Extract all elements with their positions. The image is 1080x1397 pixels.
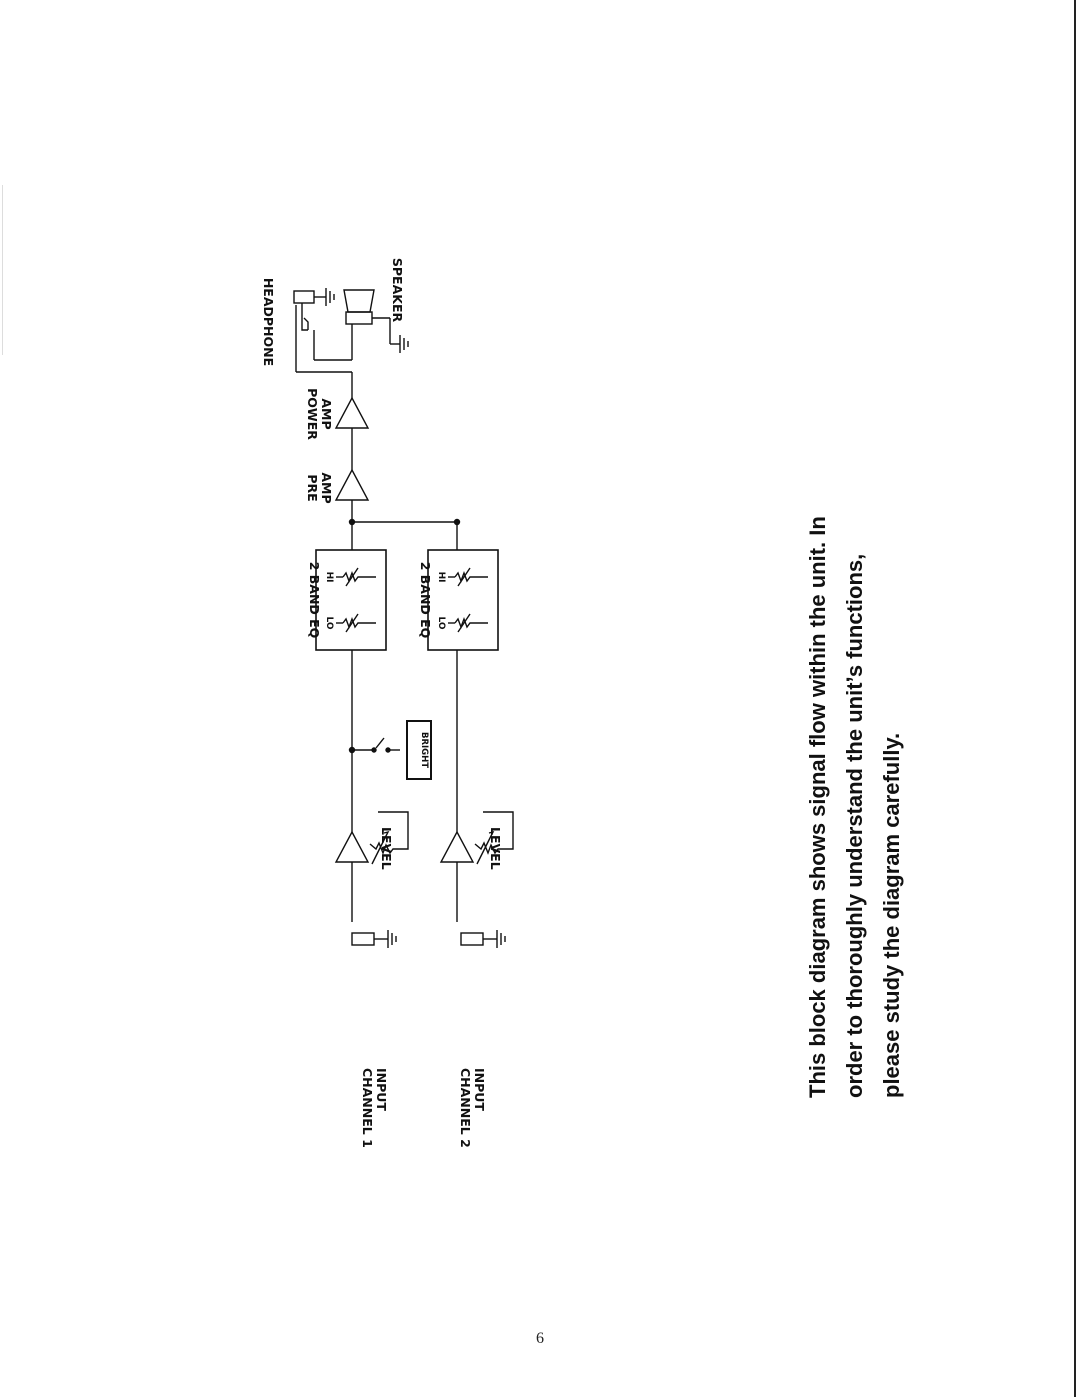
channel2-level-pot (474, 811, 514, 865)
caption-line-2: order to thoroughly understand the unit’… (842, 554, 867, 1098)
caption-line-3: please study the diagram carefully. (879, 733, 904, 1098)
caption-line-1: This block diagram shows signal flow wit… (805, 516, 830, 1098)
speaker (343, 289, 409, 353)
channel1-eq-title: 2 BAND EQ (307, 562, 322, 639)
mix-junction-right (453, 518, 461, 526)
bright-switch (348, 737, 400, 754)
channel1-label: CHANNEL 1 (360, 1068, 375, 1148)
channel1-level-pot (369, 811, 409, 865)
channel2-input-jack (460, 930, 506, 948)
power-amp-label: AMP (319, 398, 334, 429)
channel2-eq-lo-label: LO (436, 616, 446, 629)
channel1-eq-block (315, 549, 387, 651)
channel1-input-jack (351, 930, 397, 948)
pre-label: PRE (305, 474, 320, 501)
channel1-eq-hi-label: HI (324, 572, 334, 583)
pre-amp (334, 468, 370, 501)
headphone-jack (293, 288, 352, 373)
channel2-eq-title: 2 BAND EQ (418, 562, 433, 639)
headphone-label: HEADPHONE (261, 278, 276, 366)
bright-box (406, 720, 432, 780)
channel2-label: CHANNEL 2 (458, 1068, 473, 1148)
channel2-eq-block (427, 549, 499, 651)
headphone-to-speaker-wire (313, 324, 353, 361)
channel2-level-label: LEVEL (488, 827, 503, 870)
channel1-eq-lo-label: LO (324, 616, 334, 629)
channel1-input-amp (334, 830, 370, 863)
mix-junction-left (348, 518, 356, 526)
pre-amp-label: AMP (319, 472, 334, 503)
bright-label: BRIGHT (419, 732, 429, 768)
channel1-input-label: INPUT (374, 1068, 389, 1111)
diagram-labels: CHANNEL 1 INPUT CHANNEL 2 INPUT LEVEL LE… (261, 258, 503, 1148)
channel2-eq-hi-label: HI (436, 572, 446, 583)
channel1-level-label: LEVEL (379, 827, 394, 870)
power-label: POWER (305, 388, 320, 440)
page-edge-line (1074, 0, 1076, 1397)
power-amp (334, 396, 370, 429)
scan-artifact-line (2, 185, 3, 355)
channel2-input-amp (439, 830, 475, 863)
diagram-caption: This block diagram shows signal flow wit… (805, 516, 904, 1098)
speaker-label: SPEAKER (390, 258, 405, 323)
page-number: 6 (536, 1330, 544, 1347)
channel2-input-label: INPUT (472, 1068, 487, 1111)
